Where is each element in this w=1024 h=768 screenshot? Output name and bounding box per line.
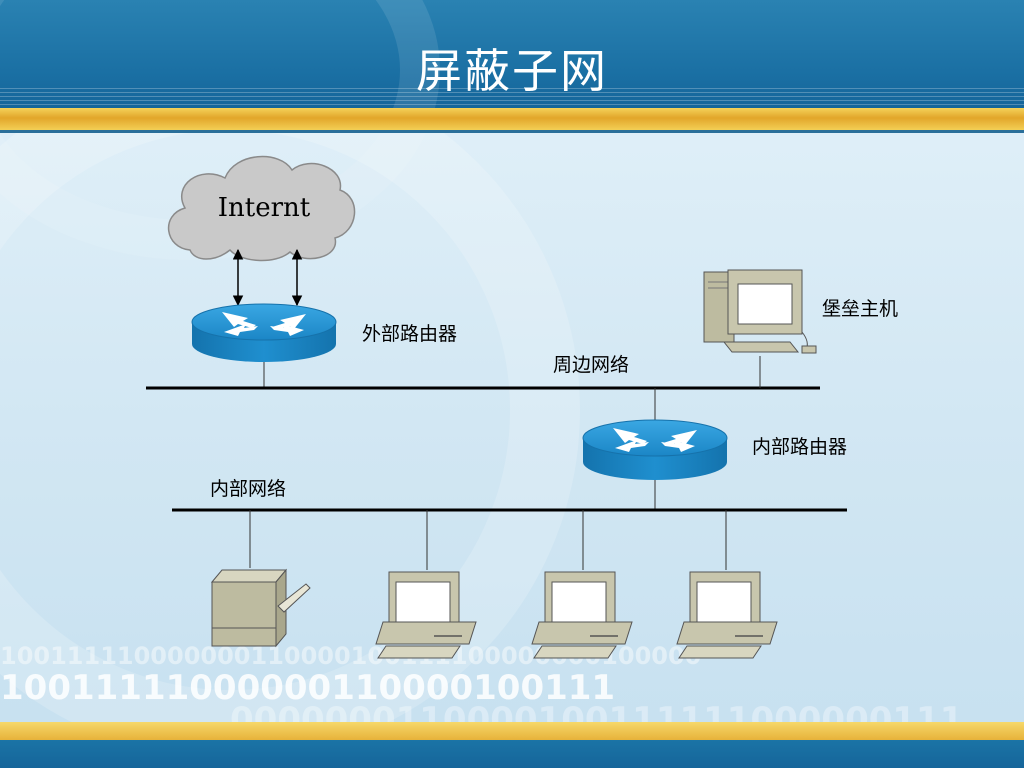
client-computer-2-icon	[531, 571, 633, 659]
external-router-icon	[191, 303, 337, 362]
internal-network-label: 内部网络	[210, 478, 286, 500]
printer-icon	[210, 568, 311, 648]
bastion-host-label: 堡垒主机	[822, 298, 898, 320]
footer-gold-stripe	[0, 722, 1024, 740]
internal-router-icon	[582, 419, 728, 480]
header-lines	[0, 88, 1024, 108]
internet-cloud-icon: Internt	[168, 155, 356, 262]
external-router-label: 外部路由器	[362, 323, 457, 345]
client-computer-1-icon	[375, 571, 477, 659]
header-divider	[0, 130, 1024, 133]
internal-router-label: 内部路由器	[752, 436, 847, 458]
binary-text-2: 10011111000000110000100111	[0, 668, 616, 708]
perimeter-network-label: 周边网络	[553, 354, 629, 376]
client-computer-3-icon	[676, 571, 778, 659]
cloud-label: Internt	[218, 193, 311, 223]
slide-title: 屏蔽子网	[416, 44, 608, 98]
header-gold-stripe	[0, 108, 1024, 130]
bastion-host-computer-icon	[703, 269, 817, 354]
footer-bar	[0, 740, 1024, 768]
